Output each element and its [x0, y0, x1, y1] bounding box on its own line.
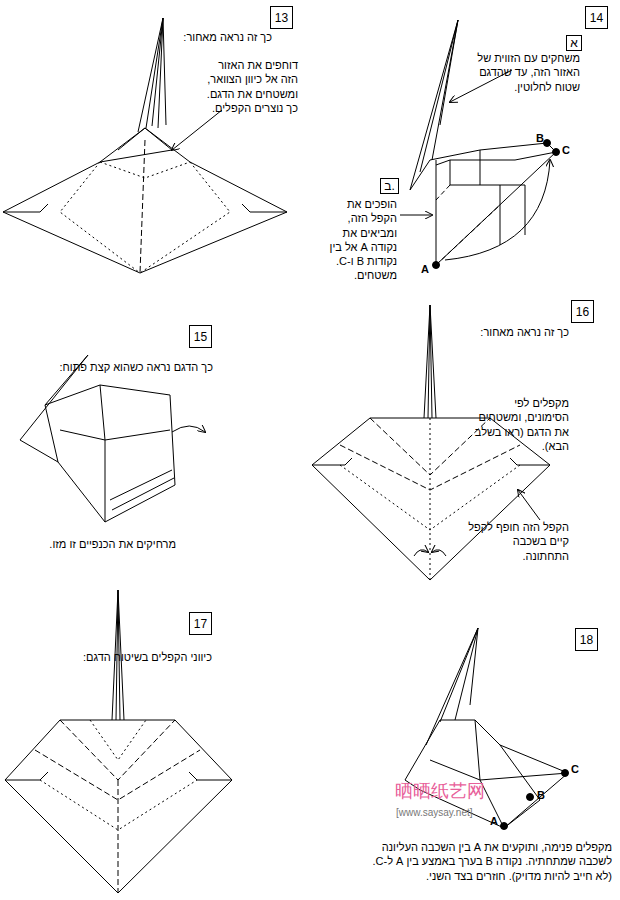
substep-letter-text: א — [570, 37, 578, 49]
step-number-text: 13 — [275, 12, 288, 24]
substep-letter-text: ב. — [384, 180, 395, 192]
instruction-note: משחקים עם הזווית של האזור הזה, עד שהדגם … — [458, 51, 580, 94]
instruction-note: הקפל הזה חופף לקפל קיים בשכבה התחתונה. — [464, 520, 569, 563]
step-number-text: 18 — [580, 634, 593, 646]
point-label: A — [421, 262, 429, 276]
point-label: C — [562, 143, 570, 157]
point-label: B — [537, 788, 545, 802]
substep-letter: א — [566, 35, 582, 51]
instruction-note: הופכים את הקפל הזה, ומביאים את נקודה A א… — [319, 197, 397, 283]
instruction-note: מקפלים פנימה, ותוקעים את A בין השכבה העל… — [357, 840, 612, 883]
view-note: כך זה נראה מאחור: — [429, 325, 569, 339]
point-label: A — [490, 814, 498, 828]
view-note: כך זה נראה מאחור: — [112, 30, 272, 44]
instruction-note: דוחפים את האזור הזה אל כיוון הצוואר, ומש… — [202, 58, 298, 115]
instruction-note: מקפלים לפי הסימונים, ומשטחים את הדגם (רא… — [469, 396, 569, 453]
view-note: כך הדגם נראה כשהוא קצת פתוח: — [13, 360, 213, 374]
watermark: 晒晒纸艺网 — [395, 780, 485, 803]
view-note: כיווני הקפלים בשיטוח הדגם: — [32, 650, 212, 664]
step-number: 17 — [189, 612, 212, 635]
point-label: C — [571, 762, 579, 776]
point-label: B — [536, 131, 544, 145]
step-number: 16 — [571, 300, 594, 323]
step-number-text: 16 — [576, 306, 589, 318]
step-number: 14 — [585, 6, 608, 29]
substep-letter: ב. — [380, 178, 399, 194]
watermark-url: [www.saysay.net] — [396, 806, 473, 819]
step-number-text: 17 — [194, 618, 207, 630]
step-number: 15 — [189, 325, 212, 348]
instruction-note: מרחיקים את הכנפיים זו מזו. — [6, 537, 176, 551]
step-number: 13 — [270, 6, 293, 29]
step-number-text: 14 — [590, 12, 603, 24]
step-number-text: 15 — [194, 331, 207, 343]
step-number: 18 — [575, 628, 598, 651]
